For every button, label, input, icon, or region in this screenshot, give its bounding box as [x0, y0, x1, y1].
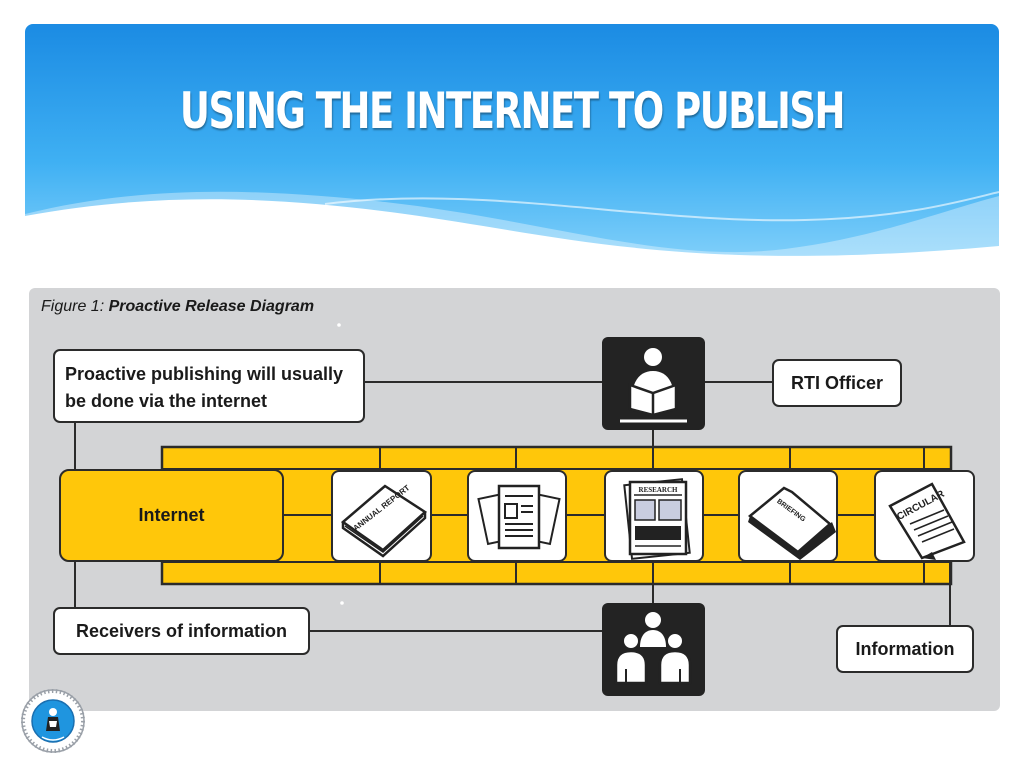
slide-header: USING THE INTERNET TO PUBLISH [25, 24, 999, 274]
audience-card [602, 603, 705, 696]
research-label: RESEARCH [639, 486, 678, 494]
figure-title: Proactive Release Diagram [108, 298, 315, 315]
circular-card: CIRCULAR [874, 470, 975, 562]
research-icon: RESEARCH [623, 478, 691, 560]
document-card [467, 470, 567, 562]
publishing-note-line1: Proactive publishing will usually [65, 364, 344, 384]
document-icon [477, 484, 561, 550]
slide-title: USING THE INTERNET TO PUBLISH [179, 82, 846, 140]
emblem-logo [21, 689, 85, 753]
publishing-note-line2: be done via the internet [65, 391, 268, 411]
annual-report-icon: ANNUAL REPORT [340, 483, 428, 558]
briefing-folder-icon: BRIEFING [747, 486, 836, 560]
figure-label: Figure 1: [41, 298, 105, 315]
figure-caption: Figure 1: Proactive Release Diagram [41, 298, 314, 316]
reader-icon [620, 348, 687, 423]
briefing-card: BRIEFING [738, 470, 838, 562]
annual-report-card: ANNUAL REPORT [331, 470, 432, 562]
rti-officer-box: RTI Officer [772, 359, 902, 407]
audience-icon [614, 612, 692, 685]
header-wave-graphic [25, 24, 999, 274]
information-box: Information [836, 625, 974, 673]
circular-icon: CIRCULAR [888, 482, 966, 560]
research-card: RESEARCH [604, 470, 704, 562]
receivers-box: Receivers of information [53, 607, 310, 655]
internet-box: Internet [59, 469, 284, 562]
rti-reader-card [602, 337, 705, 430]
publishing-note-box: Proactive publishing will usually be don… [53, 349, 365, 423]
